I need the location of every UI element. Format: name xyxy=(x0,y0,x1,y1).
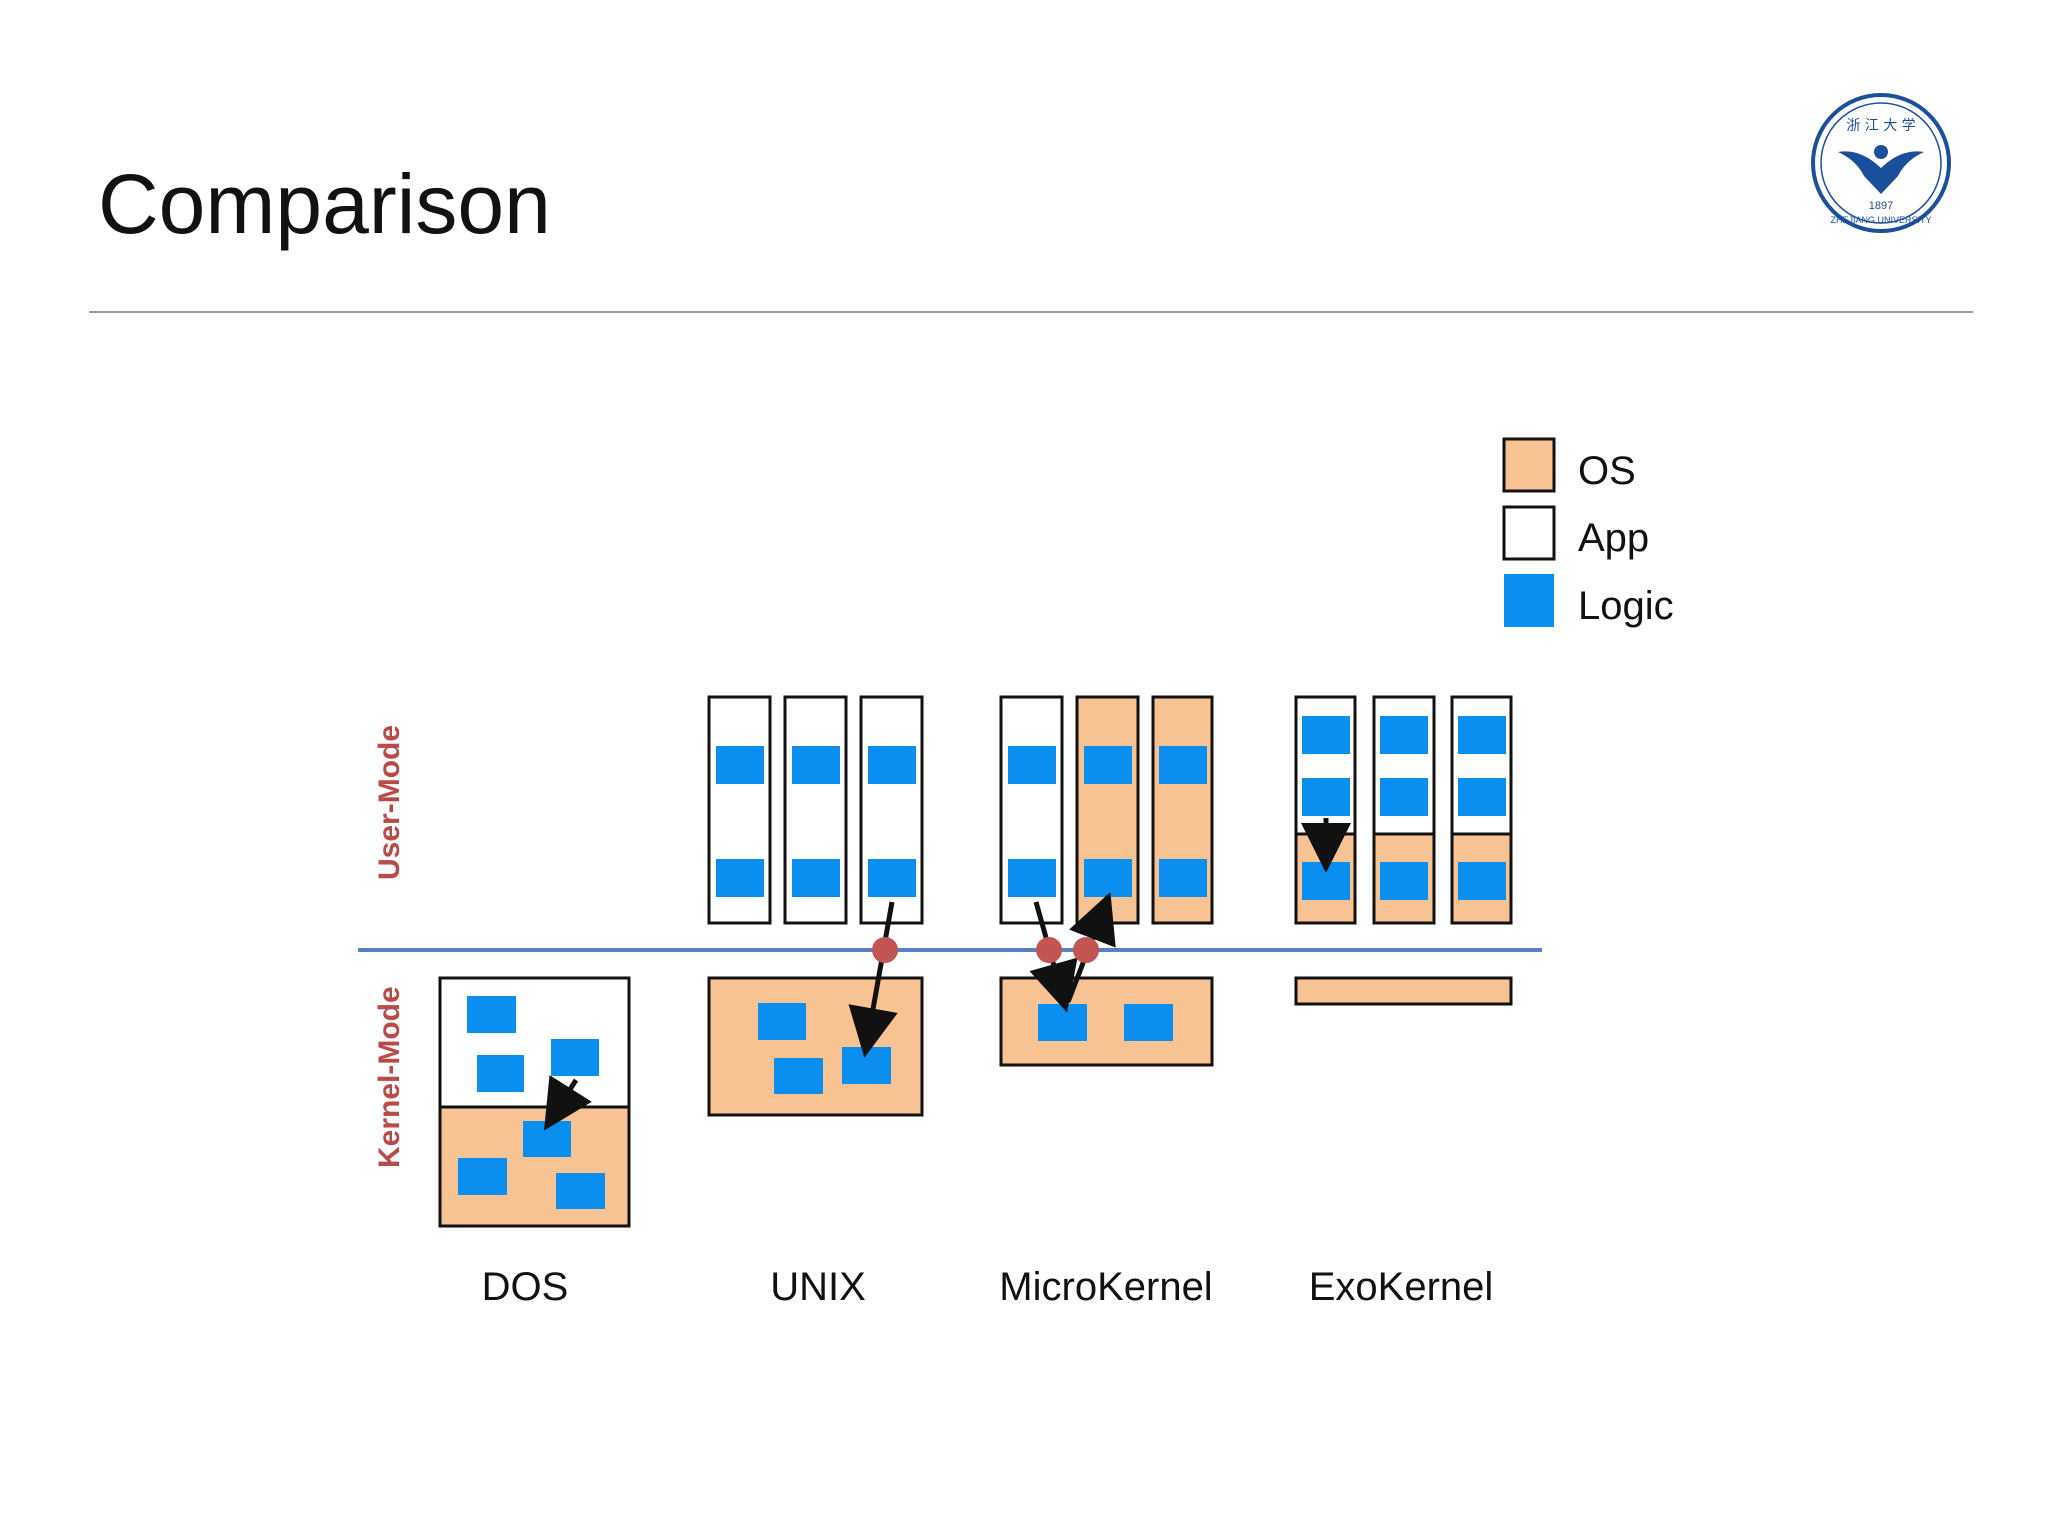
logic-block xyxy=(868,859,916,897)
logic-block xyxy=(1380,778,1428,816)
logic-block xyxy=(1124,1004,1173,1041)
logic-block xyxy=(1159,746,1207,784)
logic-block xyxy=(792,859,840,897)
legend-app-swatch xyxy=(1502,505,1556,561)
logic-block xyxy=(1038,1004,1087,1041)
libos-app-box xyxy=(1372,695,1436,925)
logic-block xyxy=(716,859,764,897)
logic-block xyxy=(477,1055,524,1092)
dos-column xyxy=(438,976,631,1228)
logic-block xyxy=(758,1003,806,1040)
libos-app-box xyxy=(1450,695,1513,925)
legend-logic-label: Logic xyxy=(1578,584,1674,628)
label-dos: DOS xyxy=(482,1265,569,1309)
logic-block xyxy=(1008,859,1056,897)
logic-block xyxy=(1084,859,1132,897)
syscall-arrow xyxy=(848,901,898,1058)
title-divider xyxy=(89,311,1973,313)
label-exokernel: ExoKernel xyxy=(1309,1265,1494,1309)
legend: OS App Logic xyxy=(1502,437,1674,628)
logic-block xyxy=(458,1158,507,1195)
logic-block xyxy=(1458,862,1506,900)
logic-block xyxy=(868,746,916,784)
logic-block xyxy=(774,1058,823,1094)
legend-app-label: App xyxy=(1578,516,1649,560)
unix-column xyxy=(707,695,924,1117)
mode-crossing-dot xyxy=(1036,937,1062,963)
logic-block xyxy=(1380,716,1428,754)
logic-block xyxy=(556,1173,605,1209)
logic-block xyxy=(1084,746,1132,784)
logic-block xyxy=(1302,778,1350,816)
legend-os-swatch xyxy=(1502,437,1556,493)
exokernel-box xyxy=(1294,976,1513,1006)
svg-text:ZHEJIANG UNIVERSITY: ZHEJIANG UNIVERSITY xyxy=(1830,215,1931,225)
legend-os-label: OS xyxy=(1578,449,1636,493)
microkernel-box xyxy=(999,976,1214,1067)
legend-logic-swatch xyxy=(1504,574,1554,627)
svg-text:1897: 1897 xyxy=(1869,200,1893,212)
logic-block xyxy=(467,996,516,1033)
logic-block xyxy=(523,1121,571,1157)
call-arrow xyxy=(543,1075,592,1131)
slide-title: Comparison xyxy=(98,157,551,251)
libos-app-box xyxy=(1294,695,1357,925)
university-logo: 浙 江 大 学 1897 ZHEJIANG UNIVERSITY xyxy=(1811,93,1951,233)
svg-text:浙 江 大 学: 浙 江 大 学 xyxy=(1846,118,1915,134)
label-unix: UNIX xyxy=(770,1265,866,1309)
mode-crossing-dot xyxy=(872,937,898,963)
logic-block xyxy=(792,746,840,784)
logic-block xyxy=(842,1047,891,1084)
unix-kernel-box xyxy=(707,976,924,1117)
logic-block xyxy=(1380,862,1428,900)
kernel-mode-label: Kernel-Mode xyxy=(373,986,406,1168)
dos-box xyxy=(438,976,631,1228)
label-microkernel: MicroKernel xyxy=(999,1265,1212,1309)
microkernel-column xyxy=(999,695,1214,1067)
logic-block xyxy=(1302,716,1350,754)
mode-crossing-dot xyxy=(1073,937,1099,963)
logic-block xyxy=(1458,716,1506,754)
logic-block xyxy=(551,1039,599,1076)
logic-block xyxy=(716,746,764,784)
logic-block xyxy=(1458,778,1506,816)
user-mode-label: User-Mode xyxy=(373,725,406,880)
logic-block xyxy=(1302,862,1350,900)
logic-block xyxy=(1008,746,1056,784)
exokernel-column xyxy=(1294,695,1513,1006)
logic-block xyxy=(1159,859,1207,897)
